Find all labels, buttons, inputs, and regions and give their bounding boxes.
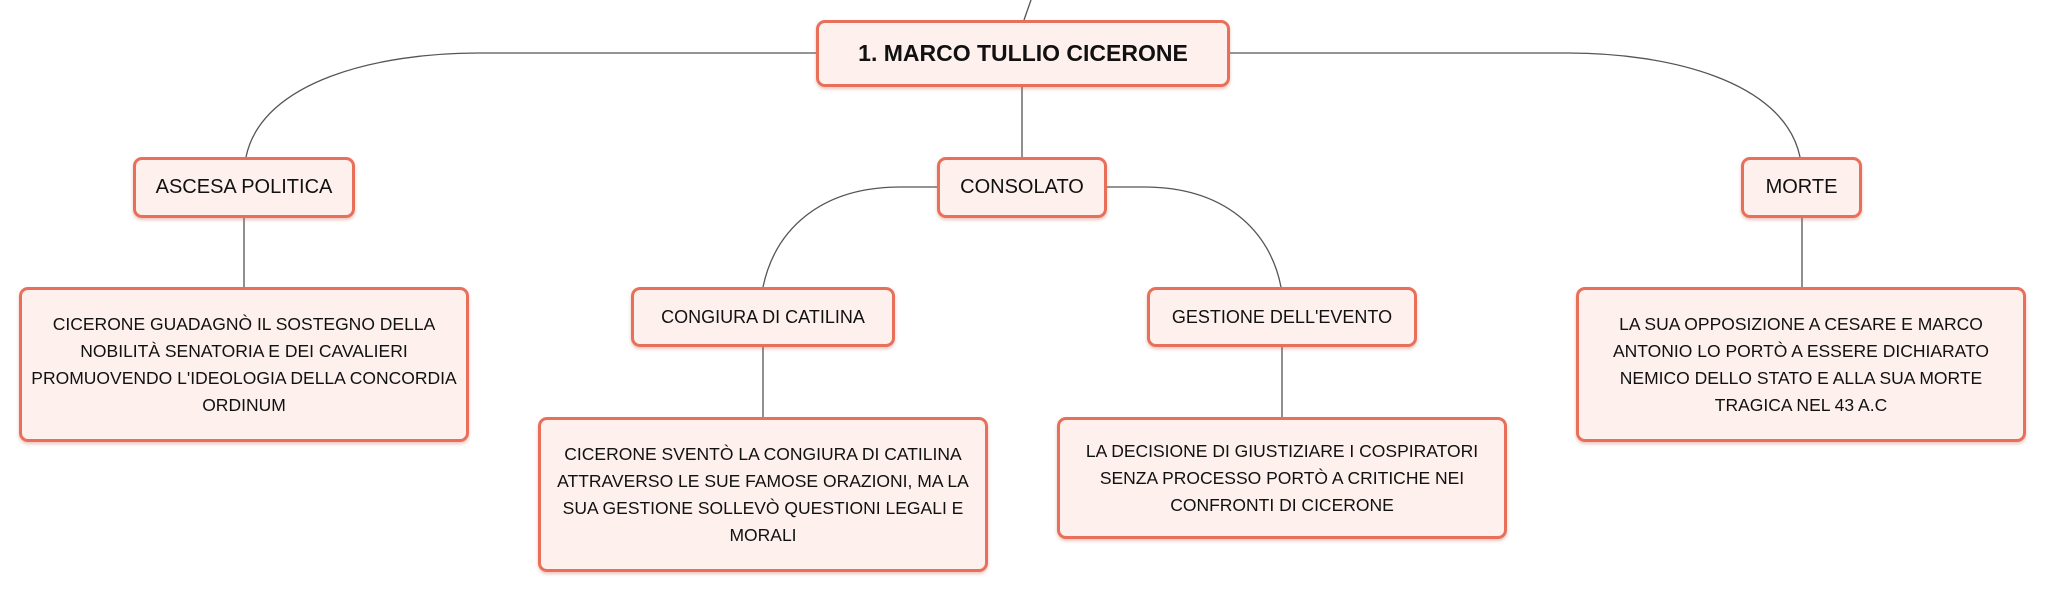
connector-root-morte [1230,52,1801,158]
node-gestione-dellevento-label: GESTIONE DELL'EVENTO [1171,306,1393,327]
node-consolato-label: CONSOLATO [960,176,1084,198]
node-congiura-di-catilina-label: CONGIURA DI CATILINA [661,306,865,327]
node-morte-label: MORTE [1765,176,1838,198]
node-consolato[interactable]: CONSOLATO [937,157,1107,218]
node-gestione-dellevento[interactable]: GESTIONE DELL'EVENTO [1147,287,1417,347]
detail-morte[interactable]: LA SUA OPPOSIZIONE A CESARE E MARCO ANTO… [1576,287,2026,442]
node-ascesa-politica-label: ASCESA POLITICA [155,176,333,198]
detail-ascesa-politica[interactable]: CICERONE GUADAGNÒ IL SOSTEGNO DELLA NOBI… [19,287,469,442]
detail-congiura-di-catilina[interactable]: CICERONE SVENTÒ LA CONGIURA DI CATILINA … [538,417,988,572]
node-congiura-di-catilina[interactable]: CONGIURA DI CATILINA [631,287,895,347]
root-node[interactable]: 1. MARCO TULLIO CICERONE [816,20,1230,87]
detail-morte-text: LA SUA OPPOSIZIONE A CESARE E MARCO ANTO… [1612,313,1990,415]
node-ascesa-politica[interactable]: ASCESA POLITICA [133,157,355,218]
connector-consolato-congiura [762,186,937,288]
connector-root-parent [1023,0,1032,21]
detail-gestione-dellevento[interactable]: LA DECISIONE DI GIUSTIZIARE I COSPIRATOR… [1057,417,1507,539]
root-node-label: 1. MARCO TULLIO CICERONE [858,40,1188,66]
node-morte[interactable]: MORTE [1741,157,1862,218]
connector-consolato-gestione [1107,186,1282,288]
detail-congiura-di-catilina-text: CICERONE SVENTÒ LA CONGIURA DI CATILINA … [557,443,969,545]
detail-gestione-dellevento-text: LA DECISIONE DI GIUSTIZIARE I COSPIRATOR… [1085,440,1479,515]
connector-root-ascesa [245,52,816,158]
detail-ascesa-politica-text: CICERONE GUADAGNÒ IL SOSTEGNO DELLA NOBI… [31,313,457,415]
